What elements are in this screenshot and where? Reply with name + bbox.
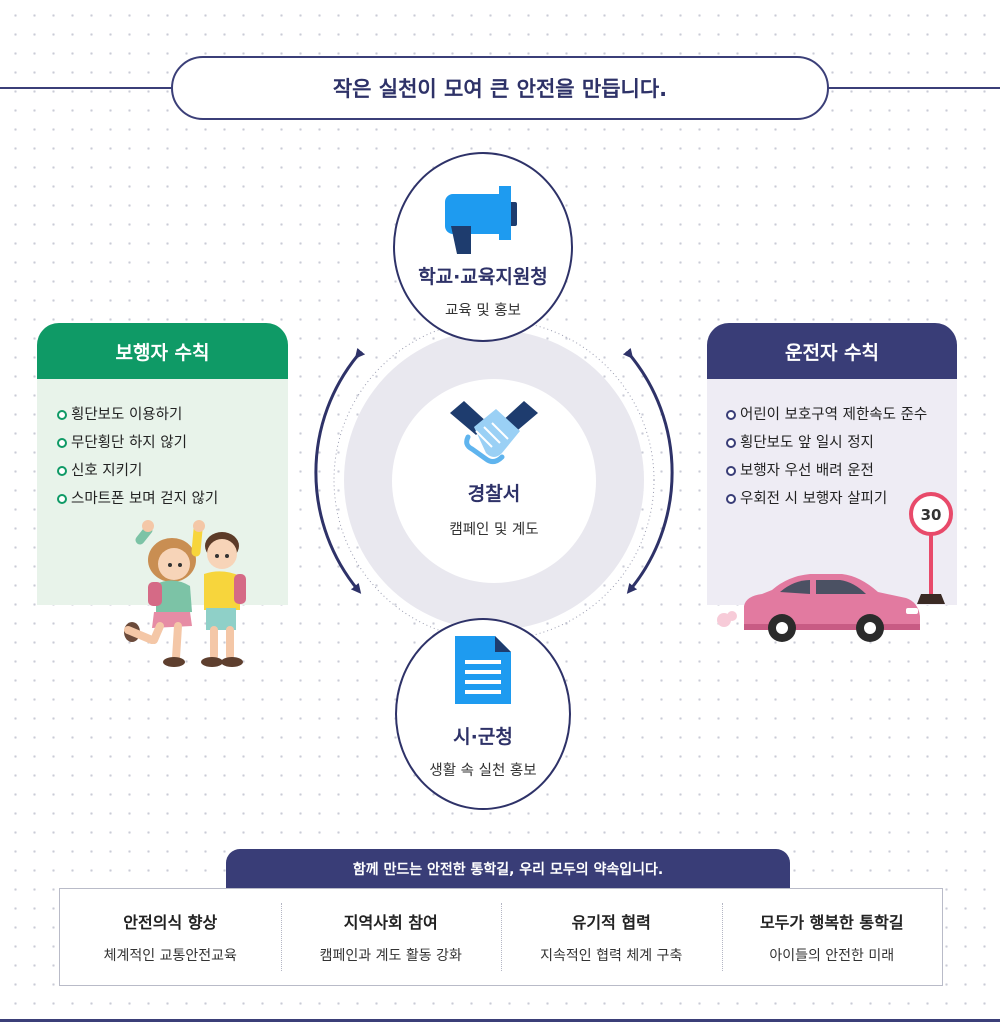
center-node-title: 경찰서	[467, 483, 521, 505]
pedestrian-rules-list: 횡단보도 이용하기 무단횡단 하지 않기 신호 지키기 스마트폰 보며 걷지 않…	[57, 401, 218, 513]
list-item: 어린이 보호구역 제한속도 준수	[726, 401, 927, 429]
summary-item: 안전의식 향상 체계적인 교통안전교육	[60, 889, 281, 985]
summary-item-title: 안전의식 향상	[123, 913, 218, 932]
summary-item-subtitle: 체계적인 교통안전교육	[103, 948, 237, 964]
top-node-title: 학교·교육지원청	[418, 266, 548, 288]
outer-dotted-ring	[333, 319, 655, 641]
summary-item: 모두가 행복한 통학길 아이들의 안전한 미래	[721, 889, 943, 985]
pedestrian-panel-title: 보행자 수칙	[37, 323, 288, 379]
summary-item-subtitle: 지속적인 협력 체계 구축	[540, 948, 683, 964]
center-node: 경찰서 캠페인 및 계도	[392, 379, 596, 583]
title-line-right	[822, 87, 1000, 89]
bottom-node-subtitle: 생활 속 실천 홍보	[429, 763, 537, 779]
list-item: 우회전 시 보행자 살피기	[726, 485, 927, 513]
summary-item-title: 유기적 협력	[571, 913, 651, 932]
right-cycle-arrow	[622, 347, 674, 594]
list-item: 횡단보도 앞 일시 정지	[726, 429, 927, 457]
summary-item: 유기적 협력 지속적인 협력 체계 구축	[501, 889, 722, 985]
driver-rules-list: 어린이 보호구역 제한속도 준수 횡단보도 앞 일시 정지 보행자 우선 배려 …	[726, 401, 927, 513]
top-node-subtitle: 교육 및 홍보	[445, 303, 521, 319]
summary-item: 지역사회 참여 캠페인과 계도 활동 강화	[280, 889, 502, 985]
bottom-node-title: 시·군청	[453, 726, 513, 748]
handshake-icon	[450, 401, 538, 465]
summary-item-subtitle: 캠페인과 계도 활동 강화	[319, 948, 462, 964]
list-item: 무단횡단 하지 않기	[57, 429, 218, 457]
car-illustration	[717, 574, 920, 642]
top-node: 학교·교육지원청 교육 및 홍보	[393, 152, 573, 342]
list-item: 신호 지키기	[57, 457, 218, 485]
driver-panel-title: 운전자 수칙	[707, 323, 957, 379]
summary-item-title: 모두가 행복한 통학길	[759, 913, 904, 932]
speed-limit-value: 30	[921, 506, 942, 524]
page-title: 작은 실천이 모여 큰 안전을 만듭니다.	[171, 56, 829, 120]
list-item: 횡단보도 이용하기	[57, 401, 218, 429]
children-illustration	[124, 520, 246, 667]
driver-panel	[707, 377, 957, 605]
title-line-left	[0, 87, 175, 89]
list-item: 스마트폰 보며 걷지 않기	[57, 485, 218, 513]
left-cycle-arrow	[314, 347, 366, 594]
summary-item-subtitle: 아이들의 안전한 미래	[769, 948, 895, 964]
footer-summary: 안전의식 향상 체계적인 교통안전교육 지역사회 참여 캠페인과 계도 활동 강…	[59, 888, 943, 986]
megaphone-icon	[445, 186, 517, 254]
footer-banner: 함께 만드는 안전한 통학길, 우리 모두의 약속입니다.	[226, 849, 790, 889]
summary-item-title: 지역사회 참여	[343, 913, 438, 932]
bottom-rule	[0, 1019, 1000, 1022]
bottom-node: 시·군청 생활 속 실천 홍보	[395, 618, 571, 810]
center-node-subtitle: 캠페인 및 계도	[449, 522, 539, 538]
document-icon	[455, 636, 511, 704]
speed-limit-sign: 30	[909, 492, 953, 604]
list-item: 보행자 우선 배려 운전	[726, 457, 927, 485]
